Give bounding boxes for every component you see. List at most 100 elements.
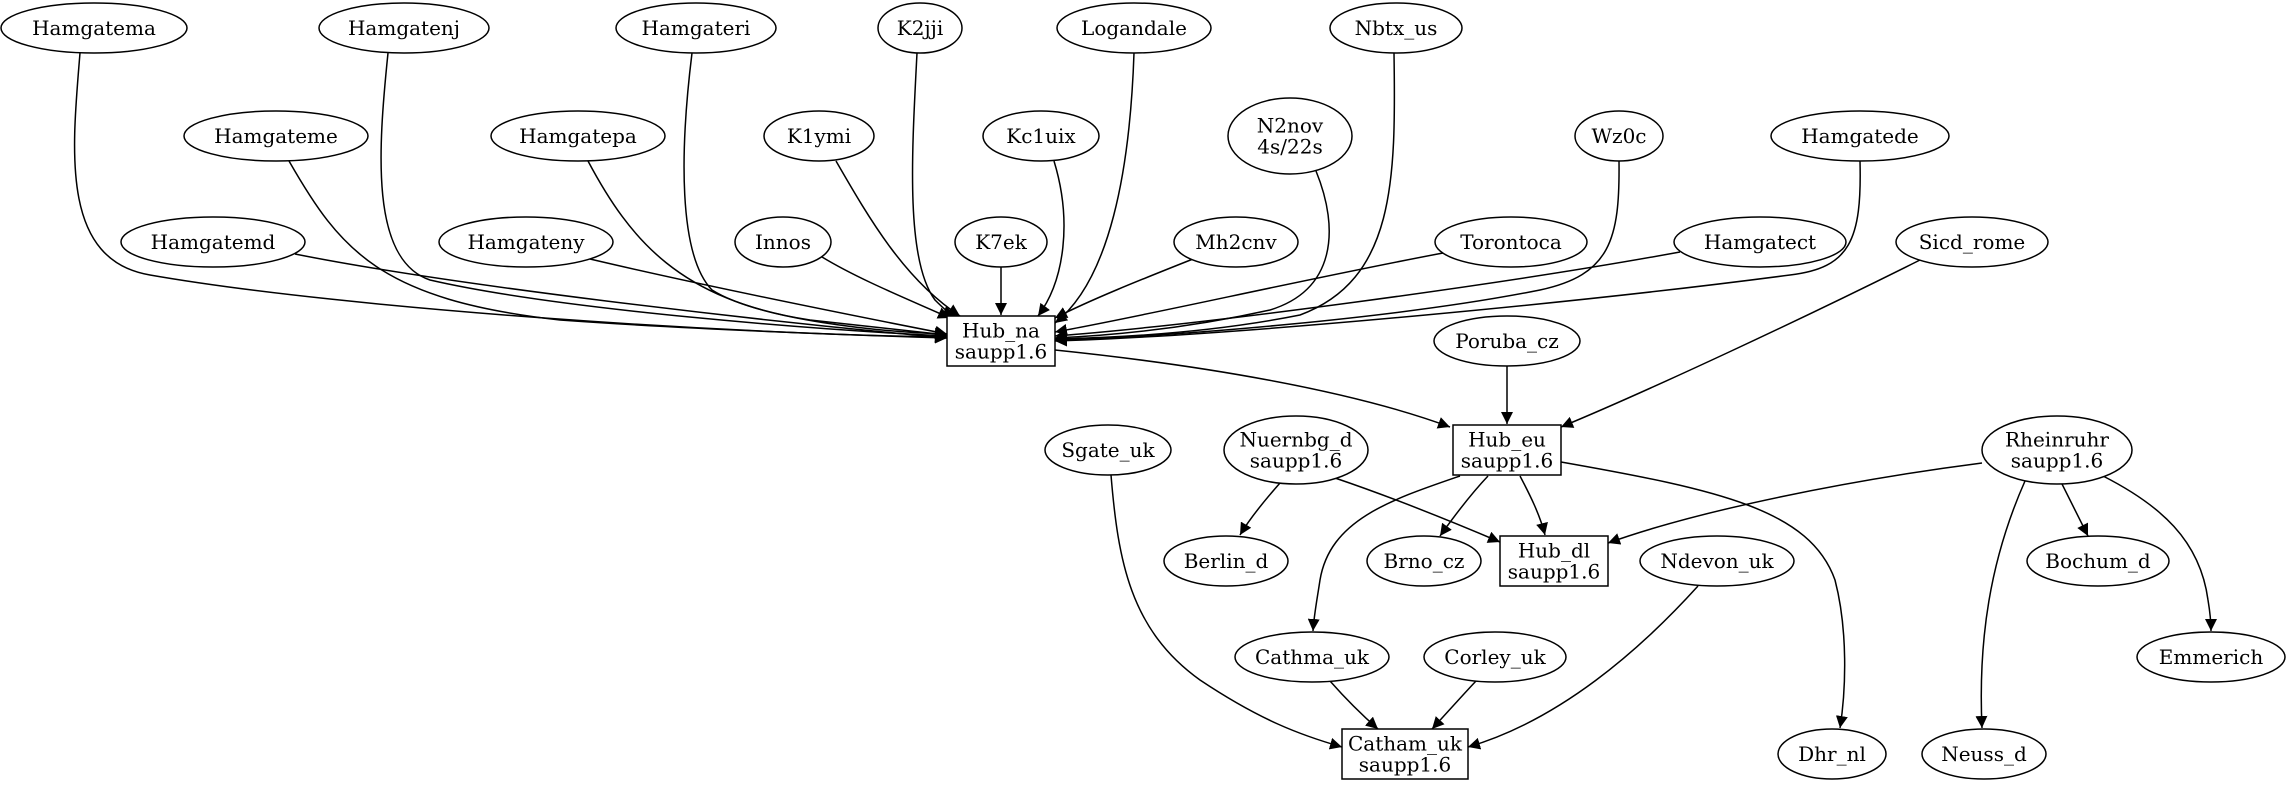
node-k2jji: K2jji (877, 2, 963, 54)
node-label-cathma-uk: Cathma_uk (1255, 645, 1370, 669)
node-label-logandale: Logandale (1081, 16, 1187, 40)
node-label-hamgateme: Hamgateme (214, 124, 338, 148)
node-label-hamgatede: Hamgatede (1801, 124, 1919, 148)
edge-hamgateme-to-hub-na (288, 160, 948, 344)
node-hamgatenj: Hamgatenj (318, 2, 490, 54)
node-label-mh2cnv: Mh2cnv (1195, 230, 1277, 254)
node-wz0c: Wz0c (1574, 110, 1664, 162)
edge-kc1uix-to-hub-na (1037, 160, 1065, 317)
edge-wz0c-to-hub-na (1054, 160, 1620, 346)
node-label-catham-uk-line-1: Catham_uk (1348, 732, 1463, 756)
node-label-rheinruhr-line-1: Rheinruhr (2005, 428, 2109, 452)
node-kc1uix: Kc1uix (982, 110, 1100, 162)
node-shape-hub-eu (1452, 424, 1562, 476)
node-hamgateme: Hamgateme (183, 110, 369, 162)
node-label-bochum-d: Bochum_d (2045, 549, 2151, 573)
node-shape-hamgateny (438, 216, 614, 268)
node-label-hub-eu-line-1: Hub_eu (1468, 428, 1546, 452)
node-berlin-d: Berlin_d (1163, 535, 1289, 587)
node-cathma-uk: Cathma_uk (1234, 631, 1390, 683)
node-hamgateny: Hamgateny (438, 216, 614, 268)
node-hamgatect: Hamgatect (1673, 216, 1847, 268)
node-poruba-cz: Poruba_cz (1433, 315, 1581, 367)
node-label-nuernbg-d-line-1: Nuernbg_d (1239, 428, 1352, 452)
node-label-neuss-d: Neuss_d (1941, 742, 2027, 766)
node-shape-k7ek (954, 216, 1048, 268)
node-shape-hub-dl (1499, 535, 1609, 587)
node-shape-kc1uix (982, 110, 1100, 162)
node-label-brno-cz: Brno_cz (1384, 549, 1465, 573)
node-shape-berlin-d (1163, 535, 1289, 587)
node-label-hub-na-line-1: Hub_na (962, 319, 1040, 343)
edge-n2nov-to-hub-na (1054, 170, 1330, 344)
node-brno-cz: Brno_cz (1366, 535, 1482, 587)
node-shape-k1ymi (763, 110, 875, 162)
node-label-hamgatect: Hamgatect (1704, 230, 1816, 254)
node-shape-wz0c (1574, 110, 1664, 162)
edge-hamgateri-to-hub-na (683, 52, 948, 340)
node-shape-nbtx-us (1329, 2, 1463, 54)
node-sgate-uk: Sgate_uk (1044, 424, 1172, 476)
edge-hub-eu-to-cathma-uk (1307, 475, 1461, 632)
node-label-hamgateri: Hamgateri (642, 16, 751, 40)
node-shape-emmerich (2136, 631, 2286, 683)
node-shape-hamgatema (0, 2, 188, 54)
edge-ndevon-uk-to-catham-uk (1467, 585, 1699, 750)
node-neuss-d: Neuss_d (1921, 728, 2047, 780)
node-label-hamgatemd: Hamgatemd (151, 230, 276, 254)
edge-hub-eu-to-brno-cz (1439, 475, 1489, 537)
node-label-n2nov-line-1: N2nov (1257, 114, 1324, 138)
node-shape-sicd-rome (1895, 216, 2049, 268)
edge-mh2cnv-to-hub-na (1054, 258, 1194, 319)
node-dhr-nl: Dhr_nl (1777, 728, 1887, 780)
node-label-hub-na-line-2: saupp1.6 (955, 340, 1047, 364)
node-shape-ndevon-uk (1639, 535, 1795, 587)
edge-k1ymi-to-hub-na (835, 160, 961, 317)
node-shape-k2jji (877, 2, 963, 54)
node-shape-hamgatenj (318, 2, 490, 54)
node-label-kc1uix: Kc1uix (1006, 124, 1076, 148)
edge-cathma-uk-to-catham-uk (1329, 680, 1379, 730)
node-label-hub-dl-line-1: Hub_dl (1518, 539, 1590, 563)
edge-hamgatemd-to-hub-na (294, 253, 948, 343)
edge-innos-to-hub-na (821, 256, 951, 319)
edge-rheinruhr-to-hub-dl (1607, 462, 1983, 545)
edge-nuernbg-d-to-hub-dl (1334, 477, 1501, 543)
node-shape-n2nov (1227, 97, 1353, 175)
node-torontoca: Torontoca (1434, 216, 1588, 268)
node-shape-hamgateri (615, 2, 777, 54)
node-label-torontoca: Torontoca (1460, 230, 1562, 254)
node-shape-hamgateme (183, 110, 369, 162)
node-label-emmerich: Emmerich (2159, 645, 2264, 669)
edge-hub-eu-to-dhr-nl (1560, 461, 1848, 729)
edge-k2jji-to-hub-na (911, 52, 956, 318)
node-shape-nuernbg-d (1223, 415, 1369, 485)
node-shape-cathma-uk (1234, 631, 1390, 683)
node-shape-hamgatect (1673, 216, 1847, 268)
node-hamgatema: Hamgatema (0, 2, 188, 54)
node-label-n2nov-line-2: 4s/22s (1257, 135, 1322, 159)
edge-hamgatenj-to-hub-na (380, 52, 948, 342)
node-k1ymi: K1ymi (763, 110, 875, 162)
edge-torontoca-to-hub-na (1054, 252, 1444, 336)
edge-rheinruhr-to-emmerich (2102, 475, 2217, 632)
node-logandale: Logandale (1056, 2, 1212, 54)
node-label-wz0c: Wz0c (1591, 124, 1646, 148)
edge-rheinruhr-to-bochum-d (2061, 483, 2089, 537)
node-hamgatemd: Hamgatemd (120, 216, 306, 268)
edge-corley-uk-to-catham-uk (1431, 680, 1477, 730)
node-label-ndevon-uk: Ndevon_uk (1660, 549, 1774, 573)
edge-rheinruhr-to-neuss-d (1975, 480, 2026, 729)
node-label-hamgatema: Hamgatema (32, 16, 156, 40)
node-hamgateri: Hamgateri (615, 2, 777, 54)
edge-hub-na-to-hub-eu (1054, 349, 1451, 429)
edge-nbtx-us-to-hub-na (1054, 52, 1396, 345)
node-innos: Innos (734, 216, 832, 268)
node-sicd-rome: Sicd_rome (1895, 216, 2049, 268)
